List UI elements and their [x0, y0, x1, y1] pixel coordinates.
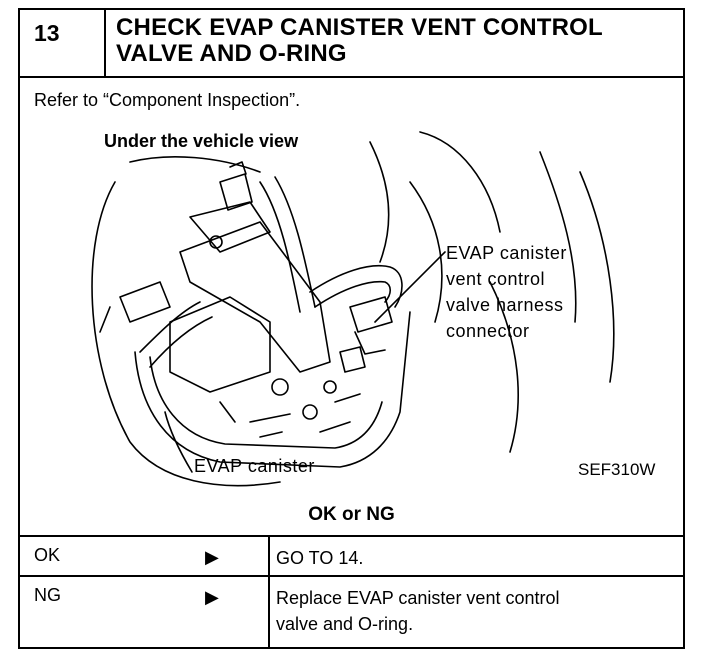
evap-canister-drawing	[91, 131, 615, 487]
decision-label: OK or NG	[308, 504, 395, 525]
view-label: Under the vehicle view	[104, 131, 299, 151]
step-title: CHECK EVAP CANISTER VENT CONTROL VALVE A…	[116, 14, 603, 67]
instruction-text: Refer to “Component Inspection”.	[34, 90, 301, 110]
result-row-ng: NG ▶ Replace EVAP canister vent control …	[20, 575, 683, 647]
arrow-right-icon: ▶	[205, 587, 219, 607]
result-ok: OK	[34, 545, 61, 565]
canister-callout: EVAP canister	[194, 456, 315, 476]
component-illustration: Under the vehicle view EVAP canister ven…	[20, 122, 683, 500]
action-ok: GO TO 14.	[268, 537, 683, 575]
result-ng: NG	[34, 585, 61, 605]
result-row-ok: OK ▶ GO TO 14.	[20, 535, 683, 575]
arrow-right-icon: ▶	[205, 547, 219, 567]
figure-code: SEF310W	[578, 460, 656, 479]
step-header: 13 CHECK EVAP CANISTER VENT CONTROL VALV…	[20, 10, 683, 78]
result-table: OK ▶ GO TO 14. NG ▶ Replace EVAP caniste…	[20, 535, 683, 647]
action-ng: Replace EVAP canister vent control valve…	[268, 577, 683, 647]
step-number: 13	[20, 10, 106, 76]
procedure-step-box: 13 CHECK EVAP CANISTER VENT CONTROL VALV…	[18, 8, 685, 649]
connector-callout: EVAP canister vent control valve harness…	[446, 243, 567, 341]
